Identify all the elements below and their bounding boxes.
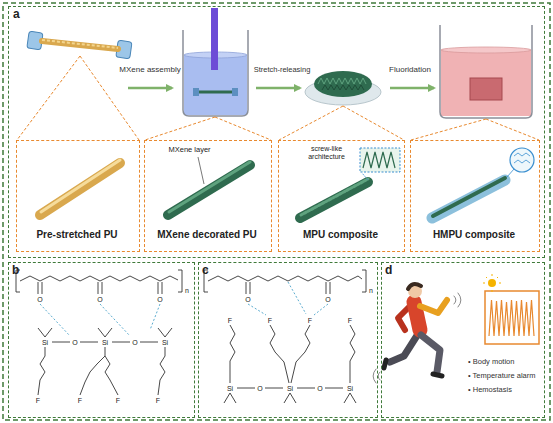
atom-label: F: [115, 397, 121, 404]
atom-label: F: [35, 397, 41, 404]
atom-label: F: [307, 317, 313, 324]
stage-box: MXene layerMXene decorated PU: [144, 140, 272, 252]
mxene-beaker: [183, 8, 248, 116]
panel-letter: a: [13, 8, 20, 22]
atom-label: F: [227, 317, 233, 324]
stage-box: HMPU composite: [410, 140, 540, 252]
atom-label: O: [244, 296, 251, 303]
annotation-text: screw-like architecture: [297, 145, 357, 161]
stage-name: MPU composite: [279, 229, 403, 241]
mxene-layer-leader: [198, 157, 204, 184]
arrow-label: MXene assembly: [119, 66, 180, 75]
fluoridation-beaker: [440, 25, 532, 118]
structure-b: [16, 270, 182, 395]
structure-c: [204, 270, 366, 403]
process-arrows: [128, 88, 434, 89]
atom-label: Si: [41, 339, 49, 346]
atom-label: Si: [161, 339, 169, 346]
repeat-index: n: [184, 287, 190, 294]
runner-figure: [373, 284, 461, 383]
atom-label: O: [316, 385, 323, 392]
atom-label: F: [155, 397, 161, 404]
panel-letter: b: [12, 264, 19, 278]
atom-label: O: [36, 296, 43, 303]
signal-monitor: [483, 274, 539, 344]
atom-label: Si: [101, 339, 109, 346]
screw-inset: [360, 148, 400, 180]
stage-name: MXene decorated PU: [145, 229, 270, 241]
atom-label: O: [256, 385, 263, 392]
zoom-leader-lines: [17, 56, 539, 140]
application-item: • Temperature alarm: [468, 372, 536, 380]
outer-frame: [3, 3, 550, 420]
atom-label: O: [324, 296, 331, 303]
panel-letter: d: [385, 264, 392, 278]
stage-name: Pre-stretched PU: [17, 229, 138, 241]
panel-frame: c: [198, 262, 378, 418]
hydrogen-bonds-b: [40, 304, 160, 336]
atom-label: O: [131, 339, 138, 346]
hydrogen-bonds-c: [248, 282, 328, 315]
panel-frame: aPre-stretched PU MXene layerMXene decora…: [8, 6, 545, 258]
atom-label: F: [347, 317, 353, 324]
stage-name: HMPU composite: [411, 229, 538, 241]
application-item: • Hemostasis: [468, 386, 512, 394]
atom-label: Si: [346, 385, 354, 392]
panel-frame: d: [381, 262, 545, 418]
pre-stretched-fiber: [27, 31, 132, 59]
atom-label: O: [71, 339, 78, 346]
annotation-text: MXene layer: [169, 146, 211, 155]
atom-label: O: [156, 296, 163, 303]
atom-label: F: [77, 397, 83, 404]
atom-label: Si: [226, 385, 234, 392]
arrow-label: Fluoridation: [389, 66, 431, 75]
mpu-composite-sample: [305, 71, 381, 105]
fiber-rods: [40, 160, 505, 218]
hmpu-inset: [507, 148, 534, 177]
atom-label: Si: [286, 385, 294, 392]
atom-label: F: [267, 317, 273, 324]
stage-box: screw-like architectureMPU composite: [278, 140, 405, 252]
atom-label: O: [96, 296, 103, 303]
repeat-index: n: [368, 287, 374, 294]
panel-letter: c: [202, 264, 209, 278]
arrow-label: Stretch-releasing: [254, 66, 311, 74]
application-item: • Body motion: [468, 358, 514, 366]
stage-box: Pre-stretched PU: [16, 140, 140, 252]
